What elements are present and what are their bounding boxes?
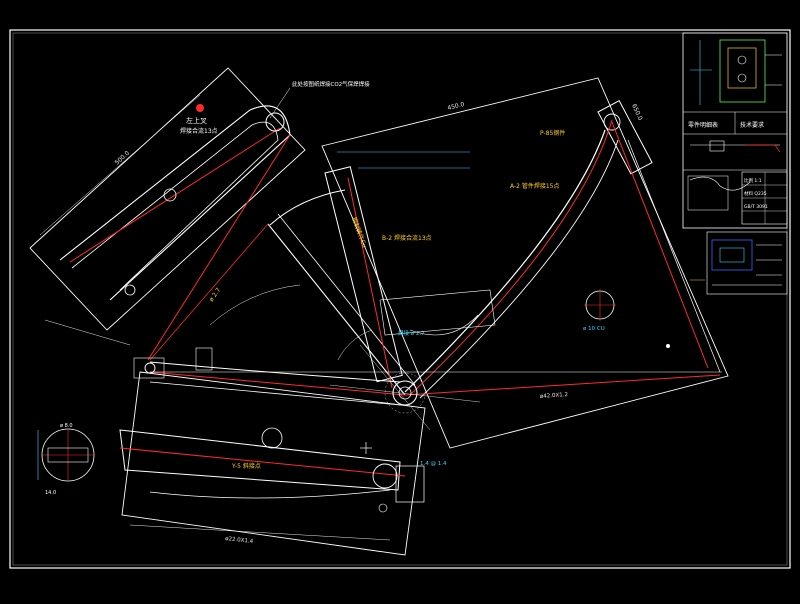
sheet-border	[9, 29, 791, 569]
dim-bottom-right-label: ø42.0X1.2	[540, 392, 568, 400]
top-left-sub: 焊接合流13点	[180, 127, 218, 135]
title-block-table: 比例 1:1 材料 Q235 GB/T 3091	[741, 171, 788, 225]
side-panel: 零件明细表 技术要求 比例 1:1 材料 Q235 GB/T 3091	[682, 32, 788, 295]
top-left-marker	[196, 104, 204, 112]
dim-bottom-label: ø22.0X1.4	[225, 536, 254, 545]
top-left-fork-assembly: 500.0	[29, 67, 306, 346]
dim-top-right-label: 650.0	[630, 103, 643, 122]
callout-label-2: B-2 焊接合流13点	[382, 234, 432, 242]
detail-drawing-mid	[687, 140, 781, 211]
top-note: 此处按图纸焊接CO2气保焊焊接	[292, 80, 370, 88]
label-3-text: ø 2.7	[208, 287, 223, 304]
callout-label-6: P-85钢件	[540, 129, 565, 137]
callout-label-1: A-2 管件焊接15点	[510, 182, 560, 190]
frame-tubes	[133, 100, 722, 431]
top-left-note: 左上叉	[186, 116, 207, 125]
detail-drawing-top	[690, 39, 782, 105]
side-panel-title-2: 技术要求	[740, 121, 764, 129]
section-detail-left: ø 8.0 14.0	[37, 423, 95, 496]
detail-drawing-bottom	[690, 231, 788, 295]
front-dot	[666, 344, 670, 348]
callout-label-5: ø 10 CU	[583, 326, 605, 332]
section-label-1: ø 8.0	[60, 423, 73, 429]
label-4-text: 1.4 @ 1.4	[420, 461, 447, 467]
dim-top-label: 450.0	[447, 101, 466, 112]
callout-label-4: Y-5 斜接点	[231, 462, 261, 470]
section-label-2: 14.0	[45, 490, 56, 496]
bottom-subassembly: ø42.0X1.2 ø22.0X1.4	[119, 371, 568, 556]
callout-label-3: 焊接 ø 2.7	[398, 329, 425, 337]
joint-note: 钢制铸件Cu	[350, 216, 369, 249]
cursor-crosshair-icon	[360, 442, 372, 454]
front-marker	[584, 289, 616, 321]
sheet-inner-border	[12, 32, 788, 566]
side-panel-title-1: 零件明细表	[688, 121, 718, 129]
title-block-ref-2: 材料 Q235	[744, 190, 767, 197]
callouts: A-2 管件焊接15点 B-2 焊接合流13点 焊接 ø 2.7 Y-5 斜接点…	[208, 129, 605, 470]
title-block-ref-1: 比例 1:1	[744, 177, 762, 184]
title-block-ref-3: GB/T 3091	[744, 204, 768, 210]
